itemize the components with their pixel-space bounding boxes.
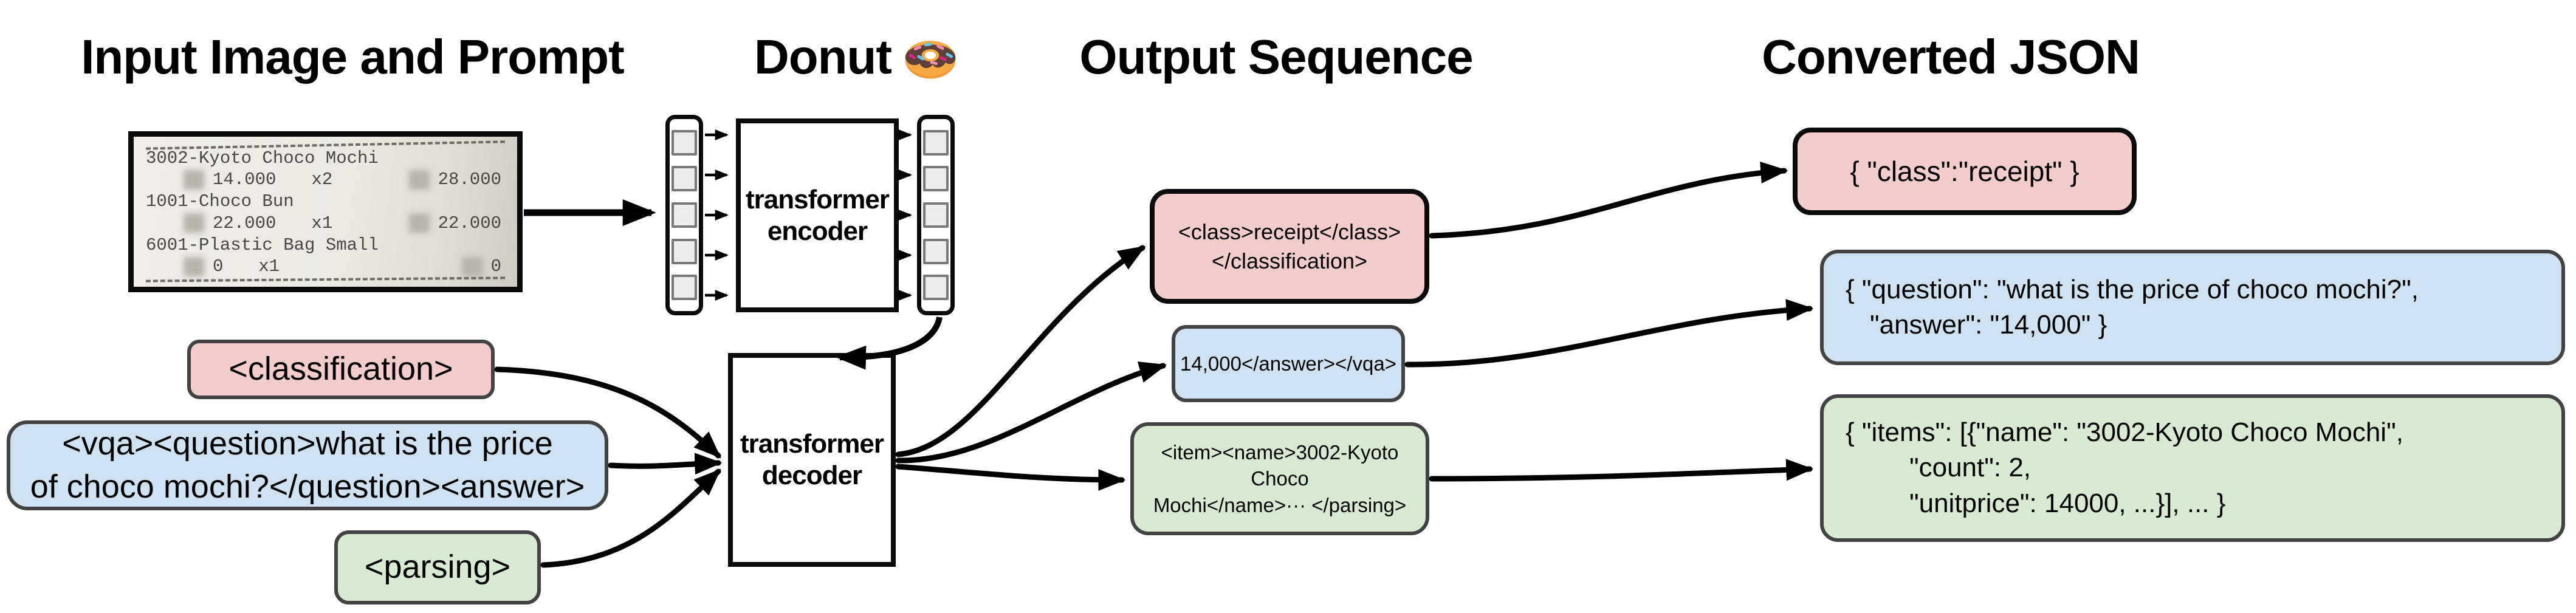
receipt-redaction (184, 256, 204, 276)
donut-emoji-icon (905, 41, 956, 79)
receipt-total: 22.000 (438, 213, 501, 233)
receipt-line: 1001-Choco Bun (146, 191, 294, 212)
arrow-to-classification-json (1429, 161, 1788, 239)
receipt-redaction (408, 213, 430, 233)
section-title-json: Converted JSON (1762, 30, 2140, 84)
receipt-price: 14.000 (213, 170, 276, 190)
json-text: "count": 2, (1909, 453, 2032, 483)
json-box-classification: { "class":"receipt" } (1793, 128, 2137, 215)
receipt-line: 0 x1 0 (146, 256, 505, 276)
prompt-label: <classification> (228, 351, 453, 388)
section-title-donut: Donut (699, 29, 1015, 85)
json-box-parsing: { "items": [{"name": "3002-Kyoto Choco M… (1820, 394, 2565, 542)
encoder-label: encoder (767, 216, 868, 246)
receipt-qty: x1 (258, 256, 280, 277)
patch-token (671, 238, 697, 264)
arrow-tokens-to-decoder (836, 316, 943, 370)
arrow-to-vqa-json (1404, 299, 1814, 368)
decoder-label: transformer (740, 429, 884, 459)
arrows-tokens-to-encoder (705, 129, 729, 301)
prompt-box-classification: <classification> (187, 340, 495, 399)
receipt-qty: x2 (311, 170, 333, 190)
arrows-encoder-to-tokens (898, 129, 913, 301)
receipt-qty: x1 (311, 213, 333, 233)
output-text: <class>receipt</class> (1178, 219, 1401, 244)
prompt-box-parsing: <parsing> (334, 530, 541, 604)
output-text: 14,000</answer></vqa> (1180, 352, 1396, 375)
arrow-to-parsing-json (1429, 459, 1814, 482)
transformer-encoder-box: transformer encoder (736, 118, 899, 312)
patch-token-column-output (917, 115, 955, 315)
receipt-redaction (184, 170, 204, 190)
prompt-box-vqa: <vqa><question>what is the price of choc… (7, 420, 608, 510)
output-text: <item><name>3002-Kyoto Choco (1161, 440, 1399, 490)
patch-token (923, 238, 949, 264)
patch-token (671, 202, 697, 228)
receipt-line: 6001-Plastic Bag Small (146, 235, 379, 255)
json-text: { "question": "what is the price of choc… (1846, 274, 2419, 304)
patch-token (923, 202, 949, 228)
arrows-outputs-to-json (1404, 161, 1814, 482)
patch-token (923, 166, 949, 192)
receipt-price: 22.000 (213, 213, 276, 233)
arrow-to-parsing-output (895, 464, 1126, 491)
receipt-price: 0 (213, 256, 224, 277)
patch-token (671, 166, 697, 192)
arrow-vqa-prompt (608, 453, 723, 475)
prompt-label: of choco mochi?</question><answer> (30, 468, 585, 505)
prompt-label: <vqa><question>what is the price (62, 425, 553, 462)
arrow-to-vqa-output (895, 361, 1167, 464)
patch-token (923, 129, 949, 156)
json-text: "answer": "14,000" } (1870, 310, 2107, 340)
output-box-vqa: 14,000</answer></vqa> (1172, 325, 1405, 402)
receipt-total: 0 (490, 256, 501, 277)
output-text: Mochi</name>··· </parsing> (1153, 493, 1407, 516)
json-text: "unitprice": 14000, ...}], ... } (1909, 488, 2226, 518)
receipt-divider (145, 276, 506, 283)
patch-token-column-input (665, 115, 703, 315)
decoder-label: decoder (761, 461, 862, 490)
receipt-line: 14.000 x2 28.000 (146, 170, 505, 190)
output-box-parsing: <item><name>3002-Kyoto Choco Mochi</name… (1130, 422, 1429, 535)
receipt-redaction (461, 256, 483, 276)
section-title-input: Input Image and Prompt (81, 30, 625, 84)
patch-token (923, 275, 949, 301)
receipt-redaction (408, 170, 430, 190)
json-text: { "items": [{"name": "3002-Kyoto Choco M… (1846, 417, 2403, 448)
output-box-classification: <class>receipt</class> </classification> (1150, 189, 1429, 304)
json-text: { "class":"receipt" } (1850, 155, 2080, 187)
prompt-label: <parsing> (364, 549, 511, 586)
json-box-vqa: { "question": "what is the price of choc… (1820, 250, 2565, 365)
receipt-line: 3002-Kyoto Choco Mochi (146, 148, 379, 168)
transformer-decoder-box: transformer decoder (728, 353, 896, 567)
encoder-label: transformer (746, 184, 890, 214)
section-title-output: Output Sequence (1079, 30, 1473, 84)
patch-token (671, 129, 697, 156)
receipt-redaction (184, 213, 204, 233)
donut-title-text: Donut (754, 30, 892, 84)
receipt-total: 28.000 (438, 170, 501, 190)
receipt-line: 22.000 x1 22.000 (146, 213, 505, 233)
output-text: </classification> (1211, 248, 1368, 273)
receipt-image: 3002-Kyoto Choco Mochi 14.000 x2 28.000 … (128, 131, 523, 292)
patch-token (671, 275, 697, 301)
